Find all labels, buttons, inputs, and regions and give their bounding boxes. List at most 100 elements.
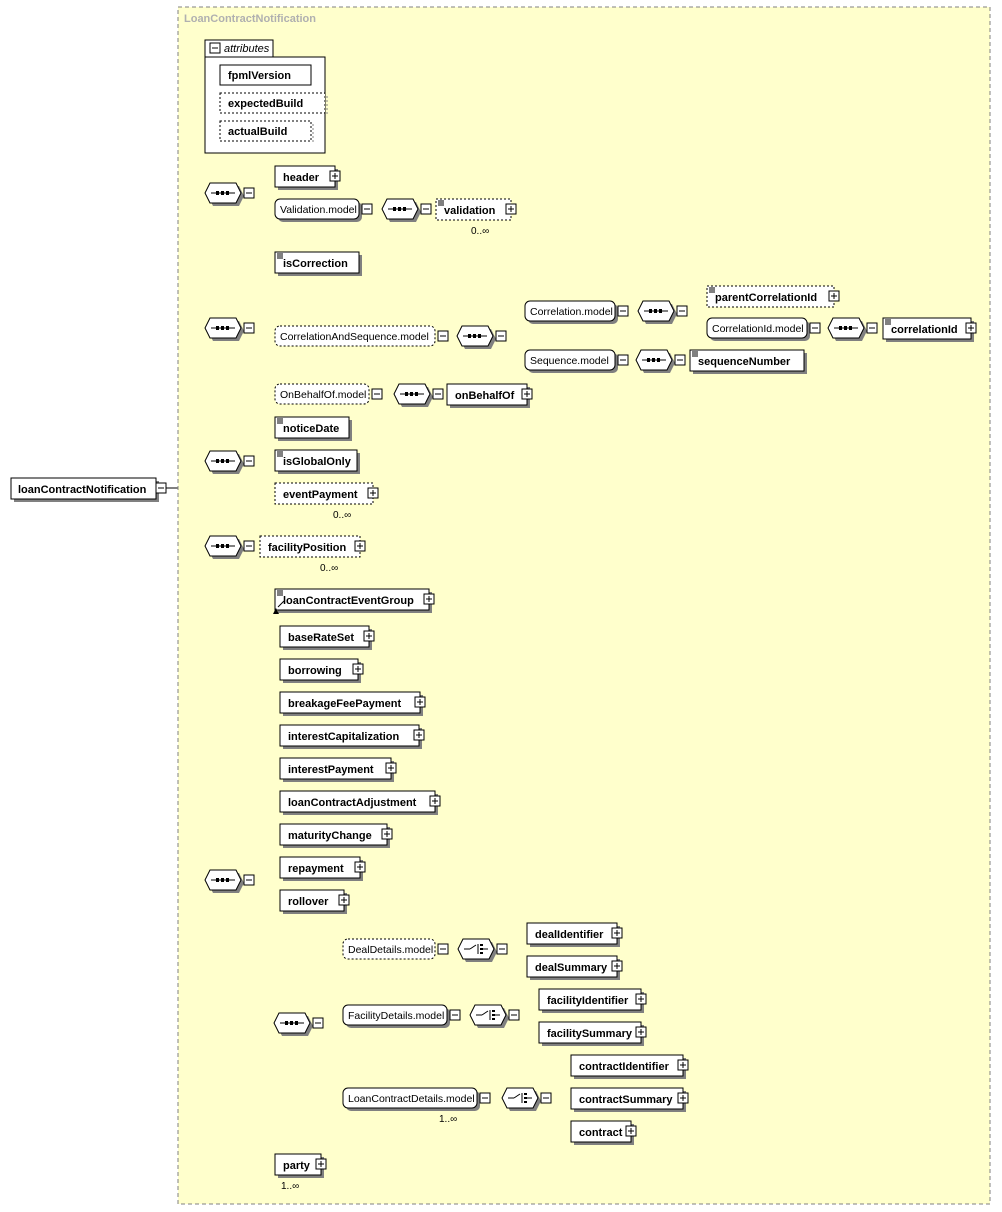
group-loan-contract-details-model[interactable]: LoanContractDetails.model: [342, 1087, 480, 1111]
sequence-on-behalf-collapse[interactable]: [432, 388, 444, 400]
expand-button-loan-contract-adjustment[interactable]: [429, 795, 441, 807]
expand-button-facility-identifier[interactable]: [635, 993, 647, 1005]
expand-button-correlation-id[interactable]: [965, 322, 977, 334]
expand-button-facility-summary[interactable]: [635, 1026, 647, 1038]
element-header[interactable]: header: [274, 165, 338, 190]
group-validation-model[interactable]: Validation.model: [274, 198, 362, 222]
sequence-4[interactable]: [204, 535, 244, 559]
attributes-collapse[interactable]: [209, 42, 221, 54]
element-facility-identifier[interactable]: facilityIdentifier: [538, 988, 644, 1013]
choice-facility[interactable]: [469, 1004, 509, 1028]
sequence-validation-collapse[interactable]: [420, 203, 432, 215]
element-maturity-change[interactable]: maturityChange: [279, 823, 390, 848]
element-interest-capitalization[interactable]: interestCapitalization: [279, 724, 422, 749]
sequence-on-behalf[interactable]: [393, 383, 433, 407]
element-deal-summary[interactable]: dealSummary: [526, 955, 620, 980]
collapse-button-correlation-and-sequence-model[interactable]: [437, 330, 449, 342]
element-contract-summary[interactable]: contractSummary: [570, 1087, 686, 1112]
choice-deal-collapse[interactable]: [496, 943, 508, 955]
expand-button-contract-identifier[interactable]: [677, 1059, 689, 1071]
sequence-details[interactable]: [273, 1012, 313, 1036]
group-correlation-model[interactable]: Correlation.model: [524, 300, 618, 324]
group-facility-details-model[interactable]: FacilityDetails.model: [342, 1004, 450, 1028]
root-element[interactable]: loanContractNotification: [10, 477, 159, 502]
collapse-button-correlation-model[interactable]: [617, 305, 629, 317]
group-correlation-and-sequence-model[interactable]: CorrelationAndSequence.model: [274, 325, 436, 347]
expand-button-maturity-change[interactable]: [381, 828, 393, 840]
sequence-correlation[interactable]: [637, 300, 677, 324]
sequence-details-collapse[interactable]: [312, 1017, 324, 1029]
sequence-correlation-id[interactable]: [827, 317, 867, 341]
sequence-sequence[interactable]: [635, 349, 675, 373]
element-base-rate-set[interactable]: baseRateSet: [279, 625, 372, 650]
expand-button-party[interactable]: [315, 1158, 327, 1170]
sequence-5-collapse[interactable]: [243, 874, 255, 886]
element-facility-position[interactable]: facilityPosition: [259, 535, 361, 558]
element-loan-contract-adjustment[interactable]: loanContractAdjustment: [279, 790, 438, 815]
collapse-button-validation-model[interactable]: [361, 203, 373, 215]
collapse-button-deal-details-model[interactable]: [437, 943, 449, 955]
sequence-3[interactable]: [204, 450, 244, 474]
group-correlation-id-model[interactable]: CorrelationId.model: [706, 317, 810, 341]
sequence-1[interactable]: [204, 182, 244, 206]
choice-loan-contract-collapse[interactable]: [540, 1092, 552, 1104]
choice-deal[interactable]: [457, 938, 497, 962]
group-on-behalf-of-model[interactable]: OnBehalfOf.model: [274, 383, 370, 405]
sequence-corr-seq-collapse[interactable]: [495, 330, 507, 342]
element-notice-date[interactable]: noticeDate: [274, 416, 352, 441]
expand-button-deal-identifier[interactable]: [611, 927, 623, 939]
expand-button-interest-capitalization[interactable]: [413, 729, 425, 741]
element-deal-identifier[interactable]: dealIdentifier: [526, 922, 620, 947]
collapse-button-facility-details-model[interactable]: [449, 1009, 461, 1021]
sequence-corr-seq[interactable]: [456, 325, 496, 349]
sequence-2[interactable]: [204, 317, 244, 341]
sequence-sequence-collapse[interactable]: [674, 354, 686, 366]
expand-button-event-payment[interactable]: [367, 487, 379, 499]
element-repayment[interactable]: repayment: [279, 856, 363, 881]
element-sequence-number[interactable]: sequenceNumber: [689, 349, 807, 374]
element-rollover[interactable]: rollover: [279, 889, 347, 914]
element-party[interactable]: party: [274, 1153, 324, 1178]
collapse-button-correlation-id-model[interactable]: [809, 322, 821, 334]
element-is-global-only[interactable]: isGlobalOnly: [274, 449, 360, 474]
collapse-button-sequence-model[interactable]: [617, 354, 629, 366]
expand-button-parent-correlation-id[interactable]: [828, 290, 840, 302]
sequence-correlation-collapse[interactable]: [676, 305, 688, 317]
element-facility-summary[interactable]: facilitySummary: [538, 1021, 644, 1046]
element-on-behalf-of[interactable]: onBehalfOf: [446, 383, 530, 408]
root-collapse[interactable]: [155, 482, 167, 494]
expand-button-deal-summary[interactable]: [611, 960, 623, 972]
element-borrowing[interactable]: borrowing: [279, 658, 361, 683]
element-contract[interactable]: contract: [570, 1120, 634, 1145]
expand-button-validation[interactable]: [505, 203, 517, 215]
sequence-4-collapse[interactable]: [243, 540, 255, 552]
expand-button-base-rate-set[interactable]: [363, 630, 375, 642]
element-breakage-fee-payment[interactable]: breakageFeePayment: [279, 691, 423, 716]
sequence-3-collapse[interactable]: [243, 455, 255, 467]
expand-button-loan-contract-event-group[interactable]: [423, 593, 435, 605]
expand-button-interest-payment[interactable]: [385, 762, 397, 774]
expand-button-rollover[interactable]: [338, 894, 350, 906]
attribute-fpml-version[interactable]: fpmlVersion: [219, 64, 312, 86]
element-loan-contract-event-group[interactable]: loanContractEventGroup: [274, 588, 432, 613]
sequence-2-collapse[interactable]: [243, 322, 255, 334]
expand-button-breakage-fee-payment[interactable]: [414, 696, 426, 708]
collapse-button-loan-contract-details-model[interactable]: [479, 1092, 491, 1104]
sequence-correlation-id-collapse[interactable]: [866, 322, 878, 334]
element-is-correction[interactable]: isCorrection: [274, 251, 362, 276]
attribute-expected-build[interactable]: expectedBuild: [219, 92, 328, 115]
element-correlation-id[interactable]: correlationId: [882, 317, 974, 342]
expand-button-facility-position[interactable]: [354, 540, 366, 552]
choice-facility-collapse[interactable]: [508, 1009, 520, 1021]
element-validation[interactable]: validation: [435, 198, 512, 221]
element-event-payment[interactable]: eventPayment: [274, 482, 374, 505]
expand-button-contract-summary[interactable]: [677, 1092, 689, 1104]
sequence-5[interactable]: [204, 869, 244, 893]
expand-button-on-behalf-of[interactable]: [521, 388, 533, 400]
expand-button-header[interactable]: [329, 170, 341, 182]
group-sequence-model[interactable]: Sequence.model: [524, 349, 618, 373]
group-deal-details-model[interactable]: DealDetails.model: [342, 938, 436, 960]
expand-button-contract[interactable]: [625, 1125, 637, 1137]
element-interest-payment[interactable]: interestPayment: [279, 757, 394, 782]
sequence-validation[interactable]: [381, 198, 421, 222]
